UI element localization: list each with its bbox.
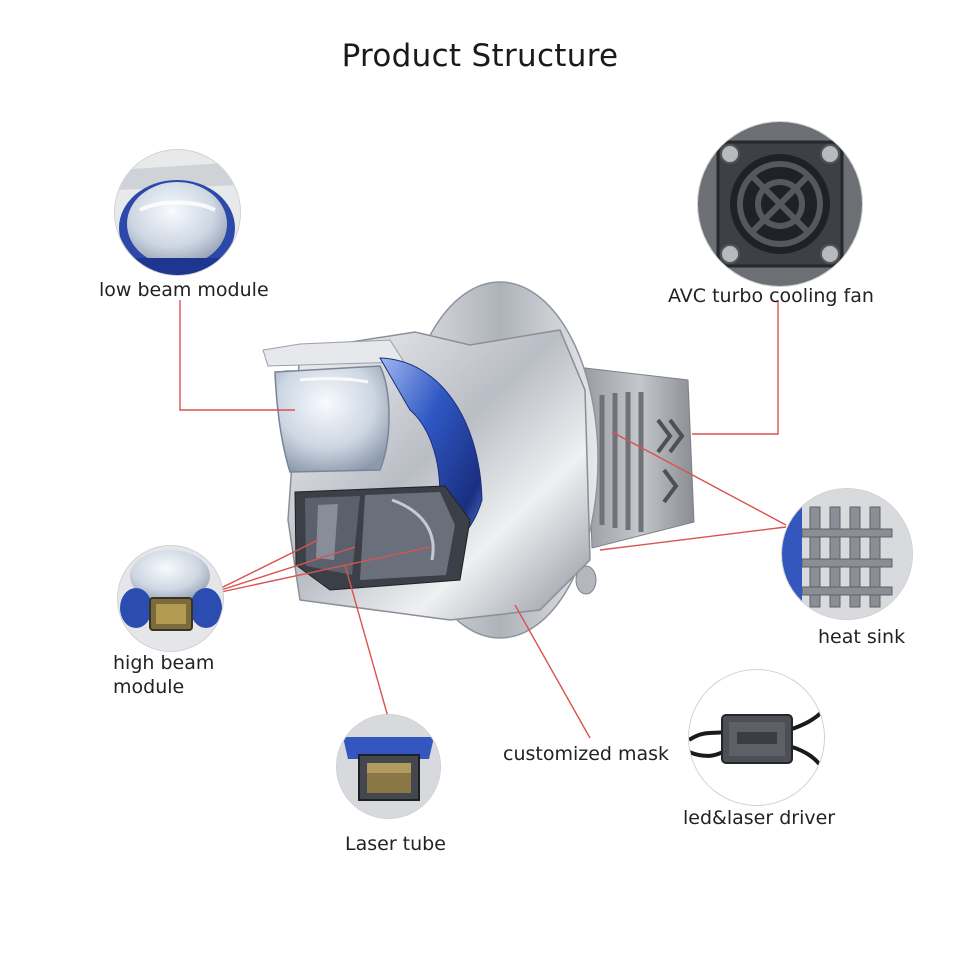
high-beam-inset [118,546,223,651]
label-laser-tube: Laser tube [345,833,446,855]
heat-sink-inset [782,489,912,619]
label-high-beam-module: high beam module [113,651,214,699]
heat-sink-body [584,367,695,549]
label-cooling-fan: AVC turbo cooling fan [668,285,874,307]
leader-mask [514,604,591,739]
label-customized-mask: customized mask [503,743,670,765]
leader-high-beam-b [220,546,356,591]
high-beam-cavity [294,485,471,591]
leader-high-beam-a [220,539,319,589]
driver-inset [689,670,824,805]
label-heat-sink: heat sink [818,626,906,648]
label-low-beam-module: low beam module [99,279,269,301]
label-driver: led&laser driver [683,807,836,829]
low-beam-inset [115,150,240,275]
leader-heat-sink-b [599,526,787,551]
leader-fan [692,300,779,435]
leader-heat-sink-a [611,431,787,526]
label-high-beam-line1: high beam [113,652,215,674]
leader-lines [179,300,787,739]
low-beam-lens [274,365,390,473]
leader-high-beam-c [220,546,431,593]
leader-laser-tube [344,564,389,718]
page-title: Product Structure [341,38,619,74]
cooling-fan-inset [698,122,862,286]
leader-low-beam [179,300,295,411]
label-high-beam-line2: module [113,676,185,698]
laser-tube-inset [337,715,440,818]
